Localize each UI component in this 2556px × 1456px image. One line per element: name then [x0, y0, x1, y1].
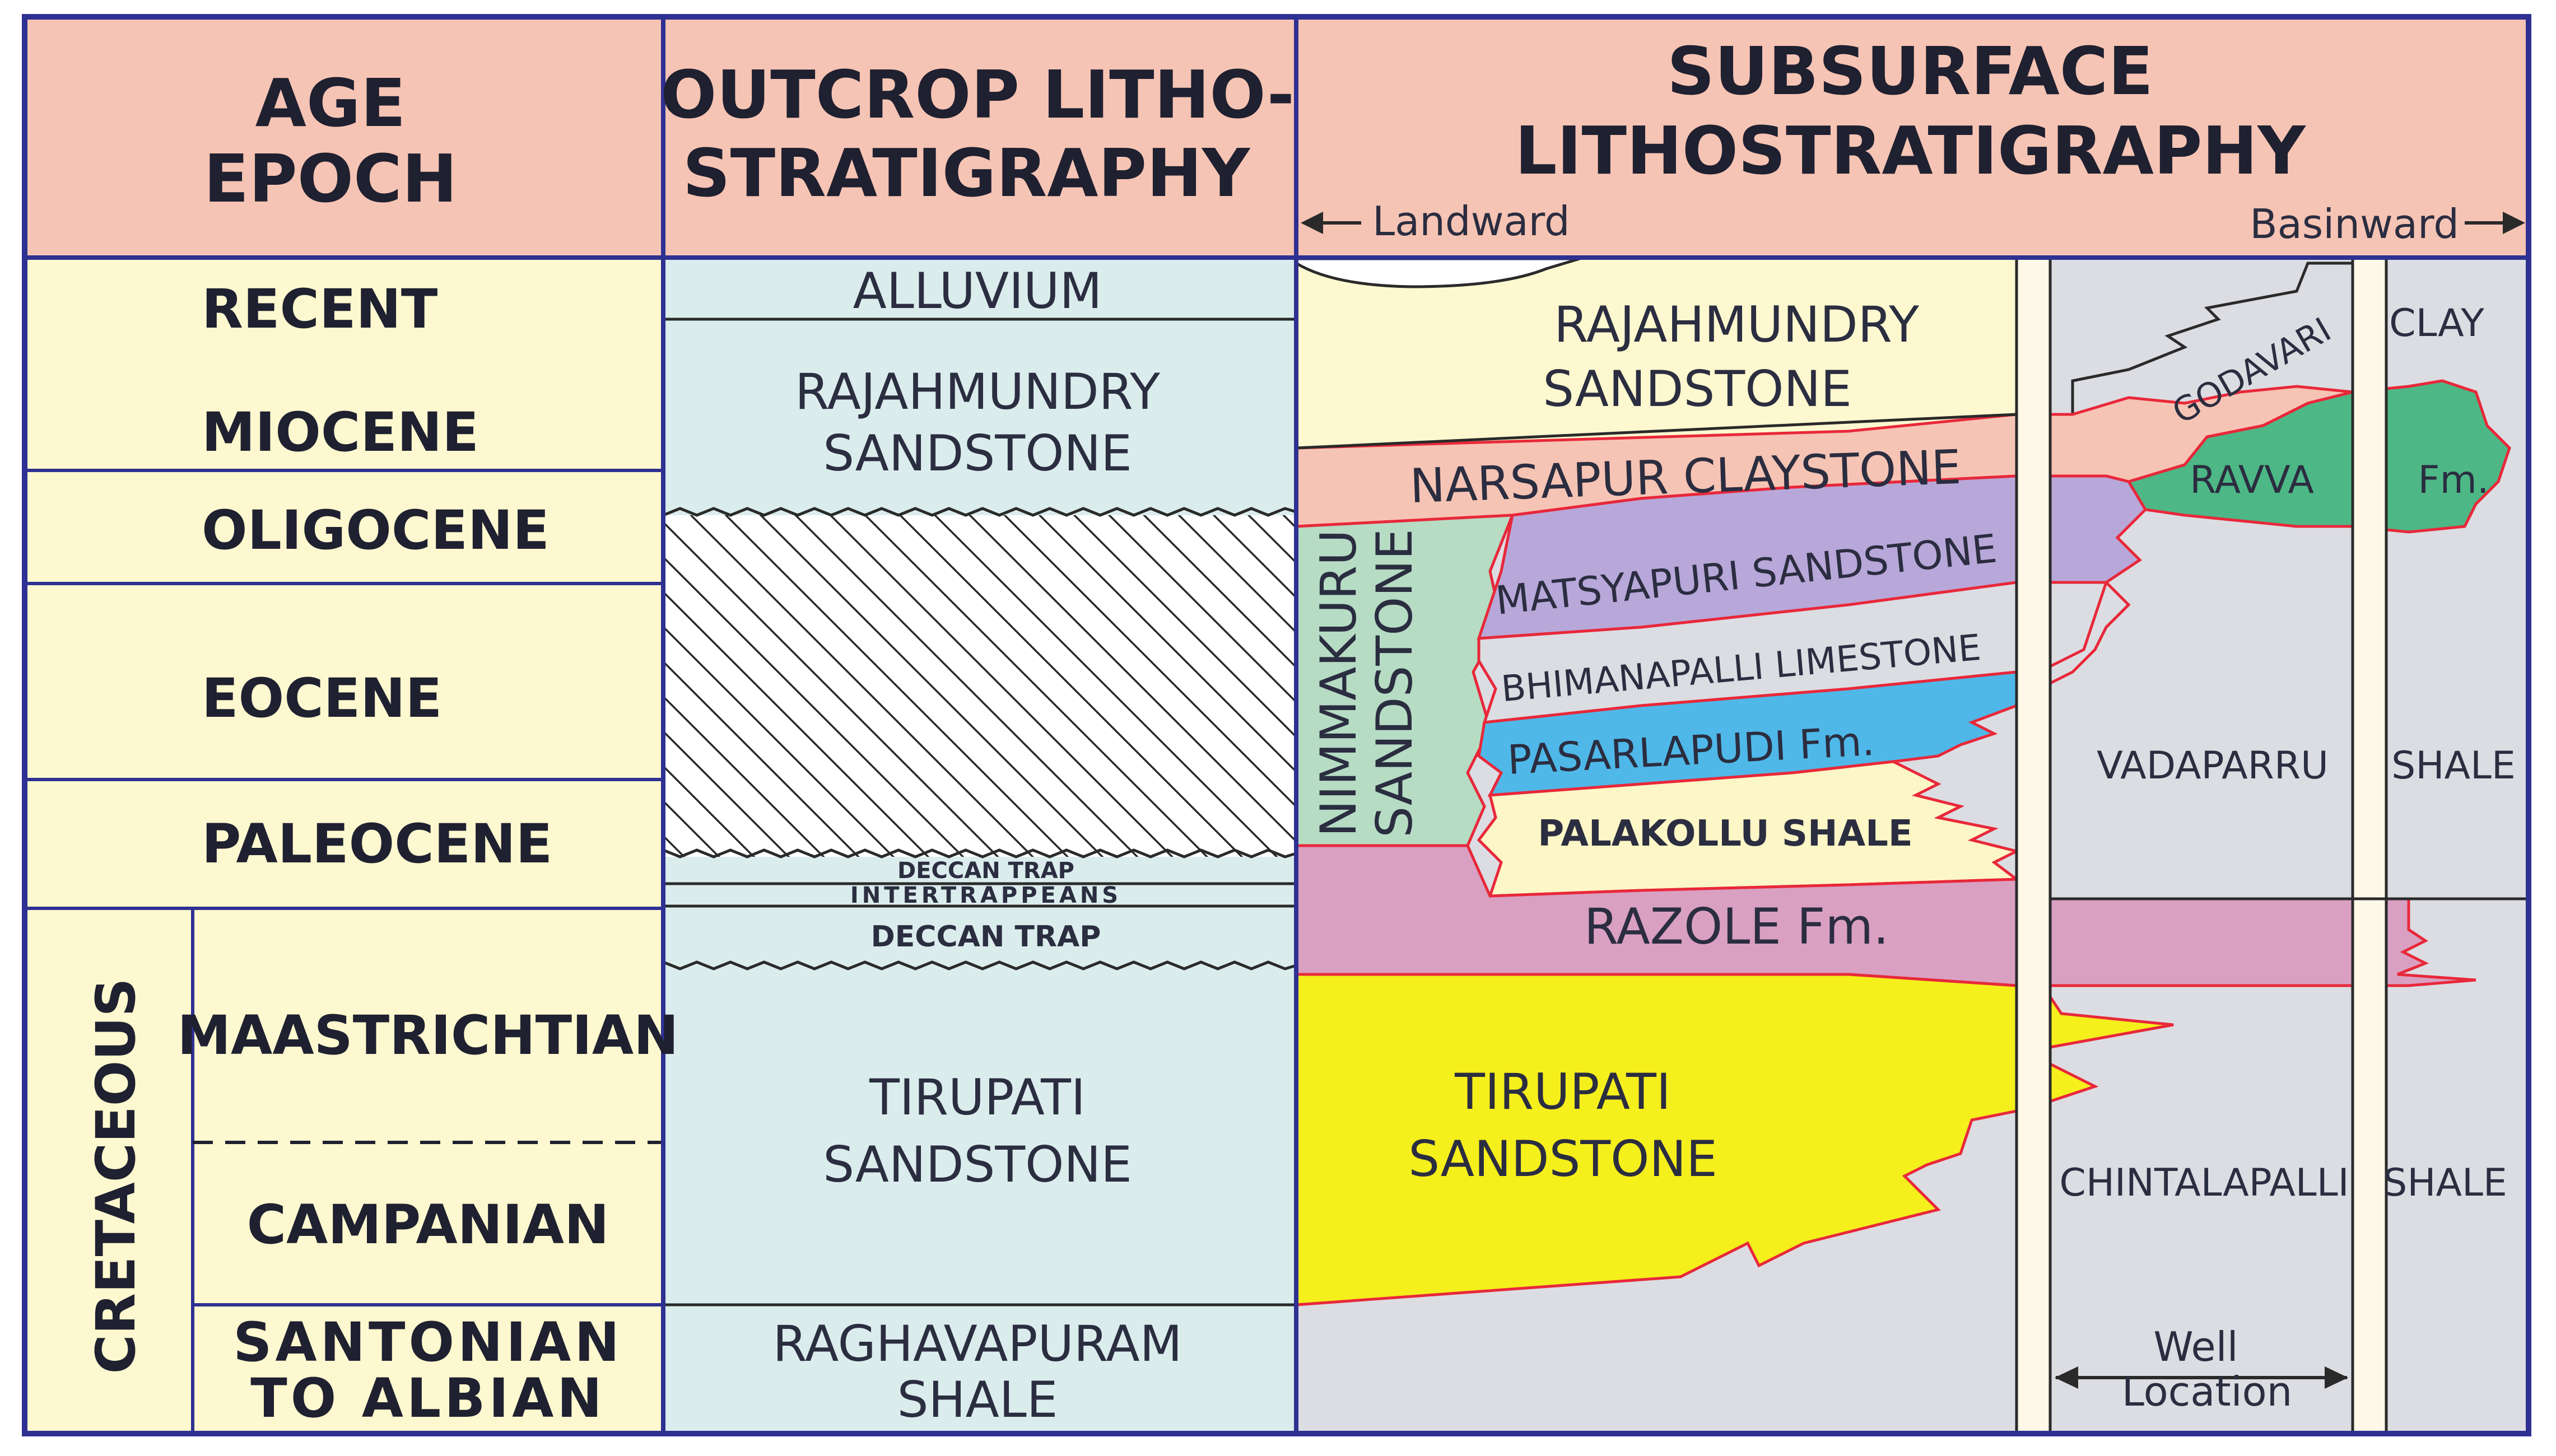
sub-fm: Fm.: [2418, 458, 2489, 502]
landward-arrowhead: [1301, 212, 1323, 234]
header-subsurface-line1: SUBSURFACE: [1667, 32, 2153, 110]
sub-razole: RAZOLE Fm.: [1584, 898, 1889, 955]
deccan-hatch-bottom: [663, 848, 1297, 858]
sub-shale-upper: SHALE: [2391, 744, 2516, 788]
outcrop-deccan-upper: DECCAN TRAP: [897, 858, 1074, 884]
outcrop-rajahmundry-line2: SANDSTONE: [823, 424, 1132, 482]
sub-tirupati-line2: SANDSTONE: [1408, 1130, 1717, 1188]
outcrop-rajahmundry-line1: RAJAHMUNDRY: [795, 363, 1160, 421]
outcrop-raghavapuram-line1: RAGHAVAPURAM: [772, 1315, 1182, 1373]
epoch-recent: RECENT: [202, 278, 437, 340]
outcrop-tirupati-line2: SANDSTONE: [823, 1136, 1132, 1193]
sub-nimmakuru-line1: NIMMAKURU: [1310, 529, 1367, 837]
header-band: [25, 17, 2529, 258]
well-location-line2: Location: [2122, 1368, 2293, 1415]
sub-razole-body: [1295, 844, 2476, 987]
epoch-cretaceous: CRETACEOUS: [85, 978, 147, 1374]
deccan-lower-zigzag: [663, 960, 1297, 970]
sub-tirupati-line1: TIRUPATI: [1454, 1063, 1671, 1121]
header-age-line1: AGE: [255, 64, 406, 142]
outcrop-raghavapuram-line2: SHALE: [897, 1371, 1058, 1429]
epoch-miocene: MIOCENE: [202, 401, 479, 464]
epoch-maastrichtian: MAASTRICHTIAN: [177, 1004, 678, 1067]
sub-rajahmundry-body: [1296, 258, 2017, 448]
well-bar-right: [2351, 256, 2388, 1435]
sub-pasarlapudi-body: [1477, 670, 2018, 797]
santonian-cell: [193, 1305, 663, 1434]
well-location-line1: Well: [2153, 1323, 2238, 1370]
deccan-hatch-top: [663, 507, 1297, 517]
outcrop-alluvium: ALLUVIUM: [853, 262, 1102, 320]
epoch-santonian-line1: SANTONIAN: [233, 1311, 623, 1374]
basinward-label: Basinward: [2250, 200, 2459, 248]
header-age-line2: EPOCH: [204, 140, 458, 217]
sub-palakollu: PALAKOLLU SHALE: [1538, 813, 1912, 855]
epoch-eocene: EOCENE: [202, 667, 442, 730]
cretaceous-label-cell: [25, 908, 193, 1434]
header-subsurface-line2: LITHOSTRATIGRAPHY: [1515, 112, 2306, 189]
outcrop-deccan-lower: DECCAN TRAP: [871, 920, 1101, 954]
sub-rajahmundry-line1: RAJAHMUNDRY: [1554, 296, 1919, 353]
well-location-arrowhead-left: [2055, 1366, 2078, 1389]
outcrop-intertrappeans: INTERTRAPPEANS: [850, 883, 1121, 908]
well-location-arrowhead-right: [2325, 1366, 2348, 1389]
sub-palakollu-body: [1477, 760, 2021, 898]
outcrop-tirupati-line1: TIRUPATI: [869, 1068, 1086, 1126]
epoch-paleocene: PALEOCENE: [202, 813, 552, 875]
header-outcrop-line2: STRATIGRAPHY: [683, 134, 1251, 212]
sub-top-arc: [1295, 257, 1580, 288]
epoch-oligocene: OLIGOCENE: [202, 499, 550, 562]
sub-chintalapalli: CHINTALAPALLI: [2059, 1161, 2349, 1205]
well-bar-left: [2015, 256, 2052, 1435]
sub-vadaparru: VADAPARRU: [2097, 744, 2329, 788]
header-outcrop-line1: OUTCROP LITHO-: [660, 56, 1295, 133]
landward-label: Landward: [1372, 198, 1570, 245]
basinward-arrowhead: [2503, 212, 2525, 234]
sub-narsapur-topline: [1296, 413, 2017, 450]
sub-rajahmundry-line2: SANDSTONE: [1543, 360, 1852, 418]
outer-frame: [22, 14, 2531, 1436]
sub-shale-lower: SHALE: [2383, 1161, 2507, 1205]
sub-ravva: RAVVA: [2190, 458, 2314, 502]
deccan-hatch: [663, 515, 1296, 857]
epoch-santonian-line2: TO ALBIAN: [250, 1367, 606, 1430]
epoch-campanian: CAMPANIAN: [247, 1193, 609, 1256]
sub-clay: CLAY: [2389, 301, 2484, 346]
sub-nimmakuru-line2: SANDSTONE: [1366, 529, 1423, 838]
